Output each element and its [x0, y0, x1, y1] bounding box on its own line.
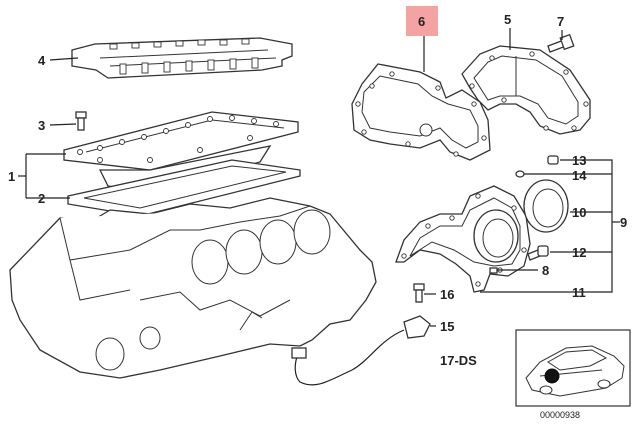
callout-1[interactable]: 1	[8, 169, 15, 184]
engine-block	[9, 197, 377, 379]
callout-9[interactable]: 9	[620, 215, 627, 230]
part-8-dowel[interactable]	[489, 267, 498, 274]
callout-4[interactable]: 4	[38, 53, 46, 68]
callout-15[interactable]: 15	[440, 319, 454, 334]
part-13-bolt[interactable]	[547, 155, 559, 165]
callout-14[interactable]: 14	[572, 168, 587, 183]
part-3-bolt[interactable]	[75, 111, 87, 131]
callout-11[interactable]: 11	[572, 285, 586, 300]
part-10-seal-ring[interactable]	[523, 179, 569, 233]
car-icon	[525, 345, 625, 397]
part-12-bolt[interactable]	[527, 245, 549, 261]
image-number: 00000938	[540, 410, 580, 420]
callout-6-highlight	[406, 6, 438, 36]
callout-3[interactable]: 3	[38, 118, 45, 133]
part-5-timing-case-gasket[interactable]	[461, 45, 591, 135]
callout-12[interactable]: 12	[572, 245, 586, 260]
callout-8[interactable]: 8	[542, 263, 549, 278]
part-2-gasket[interactable]	[67, 159, 301, 217]
car-locator-inset[interactable]	[515, 329, 631, 407]
callout-16[interactable]: 16	[440, 287, 454, 302]
callout-2[interactable]: 2	[38, 191, 45, 206]
callout-13[interactable]: 13	[572, 153, 586, 168]
part-7-bolt[interactable]	[547, 33, 575, 53]
callout-6[interactable]: 6	[418, 14, 425, 29]
callout-7[interactable]: 7	[557, 14, 564, 29]
callout-5[interactable]: 5	[504, 12, 511, 27]
part-4-upper-cover[interactable]	[71, 37, 293, 79]
part-6-timing-case-gasket[interactable]	[351, 63, 491, 161]
part-15-knock-sensor[interactable]	[291, 315, 431, 386]
leader-lines	[18, 28, 620, 327]
part-9-end-cover[interactable]	[395, 185, 531, 293]
part-14-washer[interactable]	[515, 170, 525, 178]
part-1-valley-cover[interactable]	[63, 111, 299, 193]
diagram-code: 17-DS	[440, 353, 477, 368]
callout-10[interactable]: 10	[572, 205, 586, 220]
part-16-bolt[interactable]	[413, 283, 425, 303]
